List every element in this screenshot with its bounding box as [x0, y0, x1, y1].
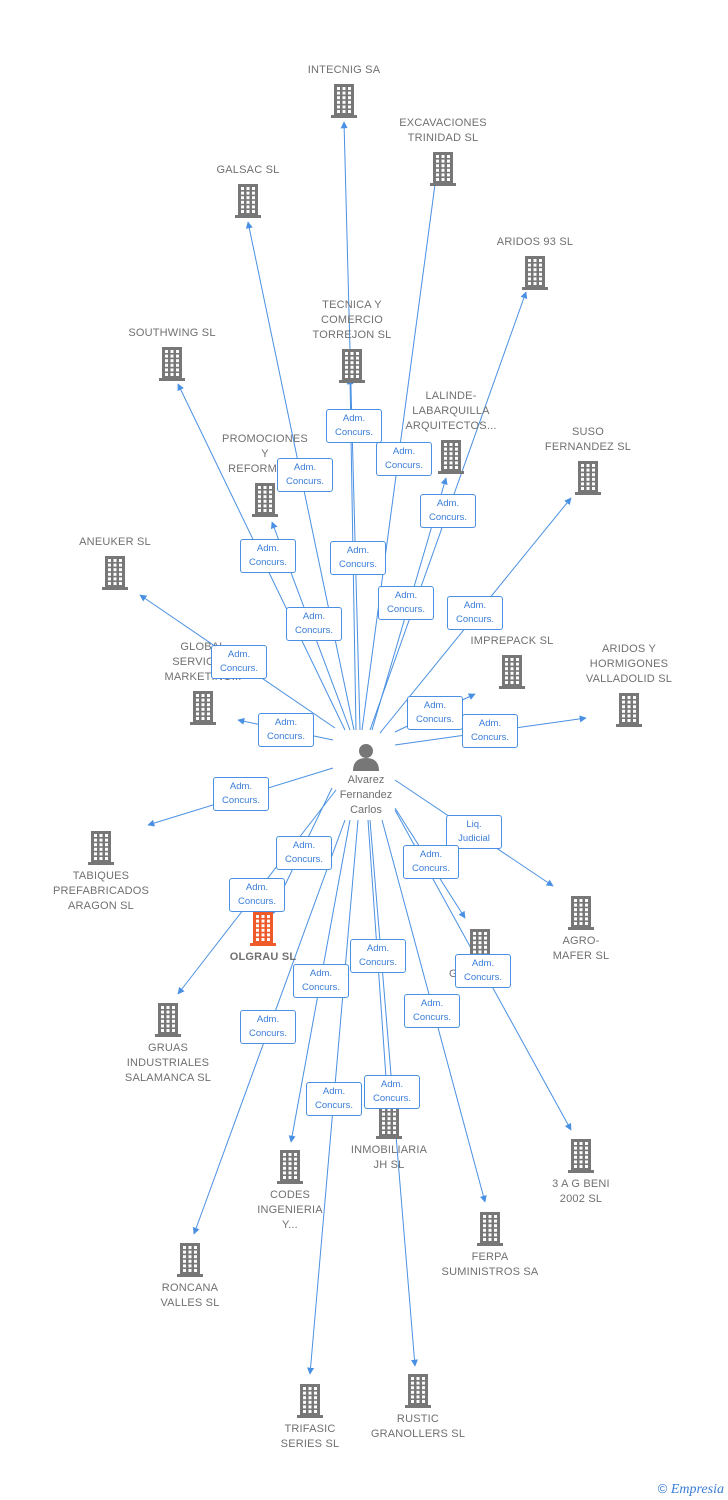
- building-icon: [522, 256, 548, 290]
- company-label[interactable]: FERPA SUMINISTROS SA: [441, 1251, 539, 1278]
- company-label[interactable]: AGRO- MAFER SL: [552, 935, 610, 962]
- building-icon: [277, 1150, 303, 1184]
- relation-label-ferpa[interactable]: Adm. Concurs.: [404, 994, 460, 1028]
- company-label[interactable]: RONCANA VALLES SL: [160, 1282, 220, 1309]
- building-icon: [376, 1105, 402, 1139]
- relation-label-tecnica[interactable]: Adm. Concurs.: [326, 409, 382, 443]
- person-name: Alvarez Fernandez Carlos: [339, 774, 393, 816]
- relation-label-promociones[interactable]: Adm. Concurs.: [240, 539, 296, 573]
- company-label[interactable]: GALSAC SL: [216, 164, 280, 176]
- relation-label-lalinde[interactable]: Adm. Concurs.: [376, 442, 432, 476]
- building-icon: [155, 1003, 181, 1037]
- relation-label-3agbeni[interactable]: Adm. Concurs.: [455, 954, 511, 988]
- building-icon: [568, 896, 594, 930]
- building-icon: [568, 1139, 594, 1173]
- company-label[interactable]: LALINDE- LABARQUILLA ARQUITECTOS...: [405, 390, 497, 432]
- building-icon: [252, 483, 278, 517]
- relation-label-excavaciones[interactable]: Adm. Concurs.: [330, 541, 386, 575]
- relation-label-galsac[interactable]: Adm. Concurs.: [277, 458, 333, 492]
- relation-label-intecnig[interactable]: Adm. Concurs.: [286, 607, 342, 641]
- building-icon: [339, 349, 365, 383]
- relation-label-aridos93[interactable]: Adm. Concurs.: [420, 494, 476, 528]
- relation-label-global[interactable]: Adm. Concurs.: [258, 713, 314, 747]
- company-label[interactable]: TRIFASIC SERIES SL: [280, 1423, 340, 1450]
- relation-label-agromafer[interactable]: Liq. Judicial: [446, 815, 502, 849]
- company-label[interactable]: SOUTHWING SL: [128, 327, 216, 339]
- person-icon: [353, 744, 379, 771]
- relation-label-codes[interactable]: Adm. Concurs.: [293, 964, 349, 998]
- relation-label-trifasic[interactable]: Adm. Concurs.: [306, 1082, 362, 1116]
- relation-label-roncana[interactable]: Adm. Concurs.: [240, 1010, 296, 1044]
- building-icon: [235, 184, 261, 218]
- relation-label-gruas[interactable]: Adm. Concurs.: [276, 836, 332, 870]
- relation-label-inmobiliaria[interactable]: Adm. Concurs.: [350, 939, 406, 973]
- relation-label-olgrau[interactable]: Adm. Concurs.: [229, 878, 285, 912]
- company-label[interactable]: IMPREPACK SL: [470, 635, 554, 647]
- relation-label-aridosh[interactable]: Adm. Concurs.: [462, 714, 518, 748]
- brand-logo[interactable]: Empresia: [670, 1482, 724, 1497]
- building-icon: [297, 1384, 323, 1418]
- company-label[interactable]: OLGRAU SL: [229, 951, 297, 963]
- building-icon: [190, 691, 216, 725]
- building-icon: [405, 1374, 431, 1408]
- company-label[interactable]: 3 A G BENI 2002 SL: [552, 1178, 610, 1205]
- relation-label-aneuker[interactable]: Adm. Concurs.: [211, 645, 267, 679]
- relation-label-rustic[interactable]: Adm. Concurs.: [364, 1075, 420, 1109]
- building-icon: [177, 1243, 203, 1277]
- company-label[interactable]: RUSTIC GRANOLLERS SL: [370, 1413, 466, 1440]
- company-label[interactable]: SUSO FERNANDEZ SL: [544, 426, 632, 453]
- company-label[interactable]: GRUAS INDUSTRIALES SALAMANCA SL: [124, 1042, 212, 1084]
- footer-brand: © Empresia: [658, 1481, 724, 1498]
- company-label[interactable]: INMOBILIARIA JH SL: [350, 1144, 428, 1171]
- company-label[interactable]: TECNICA Y COMERCIO TORREJON SL: [312, 299, 392, 341]
- company-label[interactable]: CODES INGENIERIA Y...: [257, 1189, 323, 1231]
- building-icon: [499, 655, 525, 689]
- company-label[interactable]: EXCAVACIONES TRINIDAD SL: [399, 117, 487, 144]
- relation-label-suso[interactable]: Adm. Concurs.: [447, 596, 503, 630]
- company-label[interactable]: ARIDOS 93 SL: [496, 236, 574, 248]
- relation-label-southwing[interactable]: Adm. Concurs.: [378, 586, 434, 620]
- building-icon: [616, 693, 642, 727]
- company-label[interactable]: ARIDOS Y HORMIGONES VALLADOLID SL: [585, 643, 673, 685]
- building-icon: [102, 556, 128, 590]
- building-icon: [250, 912, 276, 946]
- company-label[interactable]: TABIQUES PREFABRICADOS ARAGON SL: [52, 870, 150, 912]
- building-icon: [575, 461, 601, 495]
- company-label[interactable]: ANEUKER SL: [79, 536, 151, 548]
- building-icon: [331, 84, 357, 118]
- building-icon: [430, 152, 456, 186]
- relation-label-tabiques[interactable]: Adm. Concurs.: [213, 777, 269, 811]
- building-icon: [477, 1212, 503, 1246]
- company-label[interactable]: INTECNIG SA: [307, 64, 381, 76]
- copyright-symbol: ©: [657, 1481, 668, 1496]
- relation-label-gabeal[interactable]: Adm. Concurs.: [403, 845, 459, 879]
- building-icon: [438, 440, 464, 474]
- building-icon: [88, 831, 114, 865]
- relation-label-imprepack[interactable]: Adm. Concurs.: [407, 696, 463, 730]
- building-icon: [159, 347, 185, 381]
